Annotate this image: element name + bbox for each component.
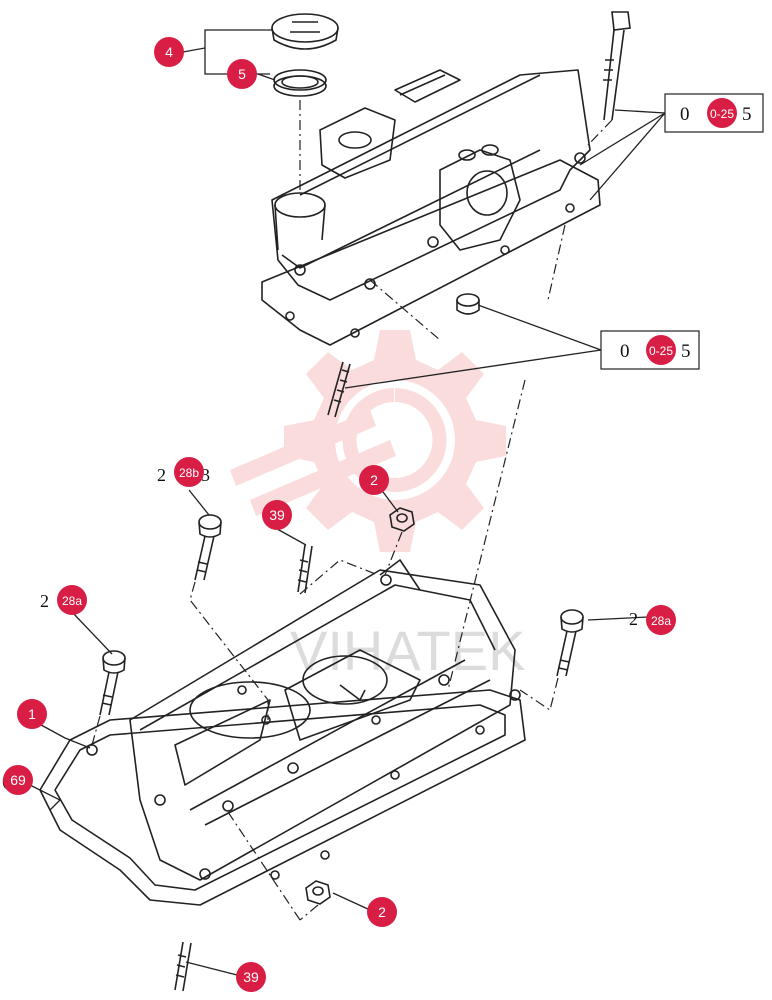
filler-seal (273, 69, 327, 97)
reference-box-2-right: 5 (681, 341, 691, 362)
callout-c39b: 39 (236, 962, 266, 992)
filler-cap (271, 13, 339, 50)
upper-bolt (603, 11, 631, 121)
watermark-logo (230, 330, 506, 552)
callout-circle (707, 98, 737, 128)
reference-box-2-left: 0 (620, 341, 630, 362)
callout-c2b: 2 (367, 897, 397, 927)
assembly-leaders-upper (299, 100, 613, 341)
callout-label: 0-25 (710, 107, 734, 121)
callout-c28a-left: 28a (57, 585, 87, 615)
reference-box-1-left: 0 (680, 104, 690, 125)
reference-box-1-right: 5 (742, 104, 752, 125)
callout-c69: 69 (3, 765, 33, 795)
callout-circle (262, 500, 292, 530)
callout-label: 28b (179, 466, 199, 480)
assembly-leaders-lower (91, 379, 559, 921)
prefix-28b: 2 (157, 465, 166, 485)
callout-circle (236, 962, 266, 992)
callout-cref2: 0-25 (646, 335, 676, 365)
lower-nut-top (389, 507, 415, 532)
callout-label: 1 (28, 706, 36, 722)
lower-stud-bottom (174, 941, 192, 992)
callout-circle (17, 699, 47, 729)
callout-circle (359, 465, 389, 495)
callout-label: 2 (370, 472, 378, 488)
callout-circle (3, 765, 33, 795)
callout-label: 5 (238, 66, 246, 82)
callout-c28a-right: 28a (646, 605, 676, 635)
callout-label: 28a (651, 614, 671, 628)
lower-nut-bottom (305, 880, 331, 905)
callout-circle (367, 897, 397, 927)
callout-label: 39 (269, 507, 285, 523)
callout-c4: 4 (154, 37, 184, 67)
prefix-28a-right: 2 (629, 609, 638, 629)
callout-circle (646, 335, 676, 365)
callout-c2a: 2 (359, 465, 389, 495)
callout-circle (227, 59, 257, 89)
callout-leaders (19, 29, 666, 976)
lower-stud-top (297, 544, 313, 594)
callout-circle (646, 605, 676, 635)
callout-circle (154, 37, 184, 67)
callout-label: 2 (378, 904, 386, 920)
lower-cover (39, 559, 526, 906)
callout-circle (174, 457, 204, 487)
watermark-text: VIHATEK (290, 619, 525, 682)
callout-label: 69 (10, 772, 26, 788)
lower-bolt-right (556, 609, 584, 677)
prefix-28a-left: 2 (40, 591, 49, 611)
callout-c5: 5 (227, 59, 257, 89)
callout-label: 4 (165, 44, 173, 60)
callout-label: 0-25 (649, 344, 673, 358)
callout-c28b: 28b (174, 457, 204, 487)
lower-bolt-28b (194, 514, 222, 581)
callout-c39a: 39 (262, 500, 292, 530)
callout-markers: 4 5 2 39 28b 28a 28a 1 69 2 39 0-25 0-25 (3, 37, 737, 992)
callout-label: 28a (62, 594, 82, 608)
callout-circle (57, 585, 87, 615)
callout-cref1: 0-25 (707, 98, 737, 128)
callout-label: 39 (243, 969, 259, 985)
prefix-28b-suffix: 3 (201, 465, 210, 485)
callout-c1: 1 (17, 699, 47, 729)
spacer-nut (456, 293, 480, 315)
lower-bolt-left (99, 650, 126, 716)
upper-stud (327, 361, 351, 418)
rocker-cover-upper (261, 69, 601, 346)
